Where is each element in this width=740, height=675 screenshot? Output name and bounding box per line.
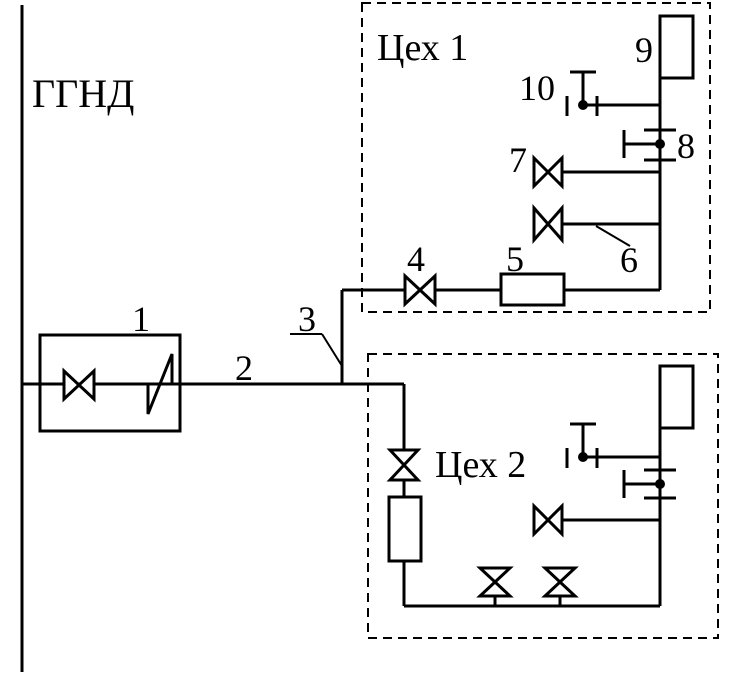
shop1-unit-9: [658, 14, 695, 80]
label-10: 10: [519, 68, 555, 108]
shop2-unit: [658, 364, 695, 430]
shop1-label: Цех 1: [377, 27, 468, 69]
shop2-bottom-valve-a-icon: [476, 566, 514, 598]
shop2-valve-icon: [386, 448, 422, 482]
leader-3-diag: [321, 333, 343, 367]
label-1: 1: [132, 299, 150, 339]
label-2: 2: [235, 348, 253, 388]
label-3: 3: [298, 299, 316, 339]
label-9: 9: [635, 30, 653, 70]
shop1-valve-7-icon: [532, 154, 564, 190]
label-5: 5: [506, 239, 524, 279]
label-6: 6: [620, 240, 638, 280]
shop1-boundary: [361, 2, 711, 313]
label-4: 4: [407, 239, 425, 279]
shop2-side-valve-icon: [532, 502, 564, 538]
shop2-label: Цех 2: [435, 444, 526, 486]
shop1-valve-4-icon: [403, 272, 437, 308]
label-7: 7: [509, 140, 527, 180]
shop2-sample-dot: [578, 452, 588, 462]
inlet-valve-icon: [62, 367, 96, 403]
main-pipeline-label: ГГНД: [32, 71, 134, 116]
leader-6: [595, 225, 631, 247]
insulating-flange-icon: [128, 353, 180, 415]
shop1-gauge-dot: [655, 139, 665, 149]
shop2-bottom-valve-b-icon: [541, 566, 579, 598]
shop1-sample-dot: [578, 100, 588, 110]
shop2-boundary: [367, 353, 719, 639]
shop1-filter-5: [499, 272, 566, 307]
label-8: 8: [677, 126, 695, 166]
shop2-filter: [387, 495, 423, 563]
shop2-gauge-dot: [655, 479, 665, 489]
shop1-valve-6-icon: [532, 204, 564, 244]
